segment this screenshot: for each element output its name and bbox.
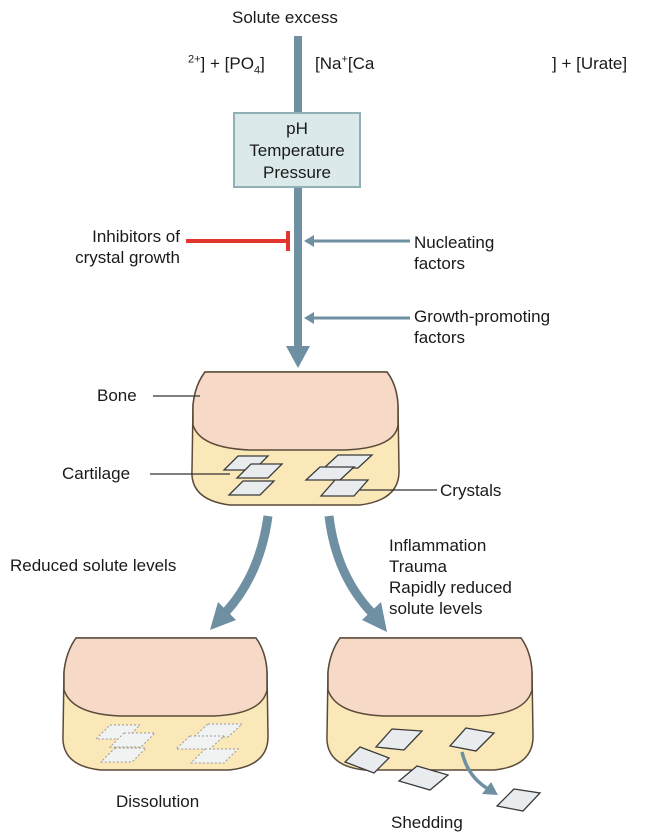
growth-line-1: Growth-promoting <box>414 306 550 327</box>
solute-formula-left: 2+] + [PO4] <box>188 54 265 74</box>
conditions-box: pH Temperature Pressure <box>233 112 361 188</box>
top-joint <box>192 372 399 505</box>
solute-formula-middle: [Na+[Ca <box>315 54 374 74</box>
nucleating-label: Nucleating factors <box>414 232 494 274</box>
sodium-text: [Na <box>315 54 341 73</box>
growth-line-2: factors <box>414 327 550 348</box>
shedding-label: Shedding <box>391 813 463 833</box>
growth-arrowhead <box>304 312 314 324</box>
phosphate-close: ] <box>260 54 265 73</box>
dissolution-label: Dissolution <box>116 792 199 812</box>
solute-excess-label: Solute excess <box>232 8 338 28</box>
nucleating-line-1: Nucleating <box>414 232 494 253</box>
rapidly-reduced-line: Rapidly reduced <box>389 577 512 598</box>
dissolution-joint <box>63 638 268 770</box>
cartilage-label: Cartilage <box>62 464 130 484</box>
bone-label: Bone <box>97 386 137 406</box>
phosphate-text: ] + [PO <box>201 54 254 73</box>
left-path-arrow <box>225 516 268 613</box>
dissolution-bone <box>64 638 267 716</box>
crystal <box>497 789 540 811</box>
calcium-text: [Ca <box>348 54 374 73</box>
growth-label: Growth-promoting factors <box>414 306 550 348</box>
condition-ph: pH <box>235 118 359 140</box>
right-path-arrow <box>329 516 372 613</box>
nucleating-arrowhead <box>304 235 314 247</box>
condition-temperature: Temperature <box>235 140 359 162</box>
nucleating-line-2: factors <box>414 253 494 274</box>
main-flow-arrowhead <box>286 346 310 368</box>
trauma-line: Trauma <box>389 556 512 577</box>
inhibitors-line-2: crystal growth <box>46 247 180 268</box>
solute-formula-right: ] + [Urate] <box>552 54 627 74</box>
crystals-label: Crystals <box>440 481 501 501</box>
inhibitors-line-1: Inhibitors of <box>46 226 180 247</box>
inflammation-line: Inflammation <box>389 535 512 556</box>
reduced-solute-label: Reduced solute levels <box>10 556 176 576</box>
inflammation-labels: Inflammation Trauma Rapidly reduced solu… <box>389 535 512 619</box>
shedding-bone <box>328 638 532 716</box>
calcium-charge: 2+ <box>188 53 201 65</box>
solute-levels-line: solute levels <box>389 598 512 619</box>
shedding-joint <box>327 638 540 811</box>
condition-pressure: Pressure <box>235 162 359 184</box>
top-joint-bone <box>193 372 398 450</box>
inhibitors-label: Inhibitors of crystal growth <box>46 226 180 268</box>
